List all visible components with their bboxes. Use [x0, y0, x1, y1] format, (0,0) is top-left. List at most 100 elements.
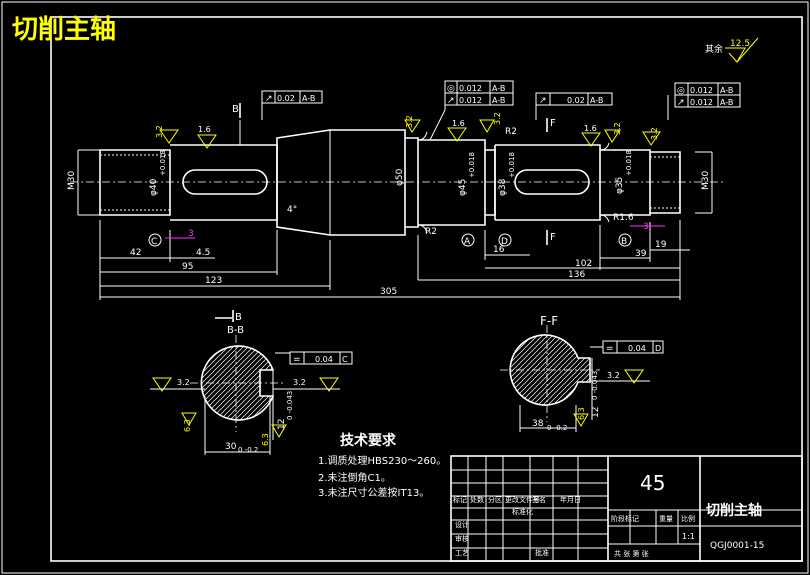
svg-text:0.04: 0.04 — [315, 355, 333, 364]
svg-text:=: = — [293, 355, 301, 365]
magenta-mark-1: 3 — [188, 229, 194, 239]
bb-width: 30 — [225, 442, 237, 452]
drawing-title: 切削主轴 — [12, 15, 116, 45]
svg-text:C: C — [342, 355, 348, 364]
label-d50: φ50 — [395, 168, 405, 186]
dim-4-5: 4.5 — [196, 248, 210, 258]
section-bb-title: B-B — [227, 325, 244, 336]
inner-frame — [50, 16, 803, 562]
datum-b: B — [621, 237, 627, 247]
svg-text:↗: ↗ — [677, 98, 685, 108]
tb-row-design: 设计 — [455, 520, 469, 529]
label-r2-bottom: R2 — [425, 227, 437, 237]
technical-notes: 技术要求 1.调质处理HBS230～260。 2.未注倒角C1。 3.未注尺寸公… — [318, 432, 446, 499]
svg-text:0 -0.2: 0 -0.2 — [547, 424, 567, 432]
cut-f-top: F — [550, 118, 556, 129]
svg-text:A-B: A-B — [302, 94, 315, 103]
label-r1-6: R1.6 — [613, 213, 634, 223]
svg-text:3.2: 3.2 — [177, 378, 190, 387]
svg-text:1.6: 1.6 — [198, 125, 211, 134]
tol-frame-6: = 0.04 D — [602, 340, 664, 354]
tb-scale: 1:1 — [682, 532, 695, 541]
svg-text:=: = — [606, 344, 614, 354]
roughness-marks-main: 3.2 1.6 1.6 3.2 3.2 1.6 3.2 3.2 — [155, 112, 661, 149]
notes-title: 技术要求 — [340, 432, 397, 449]
note-1: 1.调质处理HBS230～260。 — [318, 455, 446, 467]
tb-h5: 年月日 — [560, 495, 581, 504]
svg-text:3.2: 3.2 — [155, 125, 164, 138]
label-d35: φ35 — [615, 177, 625, 194]
tol-d45: +0.018 — [468, 152, 476, 178]
dim-42: 42 — [130, 248, 141, 258]
svg-text:A-B: A-B — [720, 98, 733, 107]
section-bb-cut: B — [235, 312, 242, 323]
datum-d: D — [501, 237, 508, 247]
svg-text:6.3: 6.3 — [261, 433, 270, 446]
tb-approve: 批准 — [535, 548, 549, 557]
svg-text:3.2: 3.2 — [607, 371, 620, 380]
tb-h2: 分区 — [488, 495, 502, 504]
tb-h4: 签名 — [532, 495, 546, 504]
svg-text:1.6: 1.6 — [452, 119, 465, 128]
roughness-default-label: 其余 — [705, 43, 723, 55]
svg-text:0.02: 0.02 — [277, 94, 295, 103]
label-d38: φ38 — [498, 178, 508, 196]
ff-width: 38 — [532, 419, 544, 429]
svg-text:3.2: 3.2 — [405, 115, 414, 128]
dim-95: 95 — [182, 262, 193, 272]
tb-ratio: 比例 — [681, 514, 695, 523]
svg-text:0.012: 0.012 — [690, 98, 713, 107]
svg-text:0.012: 0.012 — [459, 96, 482, 105]
svg-text:A-B: A-B — [492, 84, 505, 93]
svg-text:3.2: 3.2 — [293, 378, 306, 387]
datum-b-circle — [618, 233, 632, 247]
dim-305: 305 — [380, 287, 397, 297]
dim-16: 16 — [493, 245, 505, 255]
note-2: 2.未注倒角C1。 — [318, 471, 391, 484]
svg-text:6.3: 6.3 — [183, 419, 192, 432]
label-m30-right: M30 — [701, 171, 711, 190]
tol-d40: +0.018 — [159, 150, 167, 176]
svg-text:1.6: 1.6 — [584, 124, 597, 133]
svg-text:3.2: 3.2 — [650, 127, 659, 140]
roughness-default-value: 12.5 — [730, 39, 750, 49]
svg-text:0.04: 0.04 — [628, 344, 646, 353]
tb-weight: 重量 — [659, 515, 673, 523]
svg-text:A-B: A-B — [720, 86, 733, 95]
tol-frame-3: ↗ 0.02 A-B — [535, 92, 613, 106]
svg-text:↗: ↗ — [539, 96, 547, 106]
label-m30-left: M30 — [67, 171, 77, 190]
tb-h0: 标记 — [453, 495, 467, 504]
note-3: 3.未注尺寸公差按IT13。 — [318, 486, 429, 499]
svg-text:6.3: 6.3 — [577, 407, 586, 420]
section-f-f: F-F 38 0 -0.2 12 0 -0.043 = 0.04 D 3.2 6… — [500, 314, 664, 432]
svg-text:0 -0.043: 0 -0.043 — [591, 371, 599, 400]
datum-d-circle — [498, 233, 512, 247]
tb-row-review: 审核 — [455, 534, 469, 543]
dim-39: 39 — [635, 249, 647, 259]
svg-text:A-B: A-B — [590, 96, 603, 105]
tb-std: 标准化 — [512, 507, 533, 516]
title-block: 45 切削主轴 QGJ0001-15 1:1 阶段标记 重量 比例 共 张 第 … — [450, 455, 803, 562]
svg-text:↗: ↗ — [447, 96, 455, 106]
section-ff-title: F-F — [540, 314, 558, 328]
tb-sheets: 共 张 第 张 — [614, 549, 649, 558]
svg-text:0 -0.043: 0 -0.043 — [286, 391, 294, 420]
tb-name: 切削主轴 — [706, 502, 762, 519]
bb-depth: 12 — [277, 419, 287, 430]
magenta-mark-2: 3 — [643, 222, 649, 232]
label-d40: φ40 — [149, 178, 159, 196]
svg-text:↗: ↗ — [265, 94, 273, 104]
datum-a-circle — [461, 233, 475, 247]
dim-136: 136 — [568, 270, 585, 280]
tb-h1: 处数 — [470, 495, 484, 504]
svg-text:0 -0.2: 0 -0.2 — [238, 446, 258, 454]
tol-frame-5: = 0.04 C — [289, 351, 353, 365]
tb-stage: 阶段标记 — [611, 514, 639, 523]
label-r2-top: R2 — [505, 127, 517, 137]
roughness-default-symbol — [725, 37, 759, 63]
datum-c: C — [151, 237, 157, 247]
